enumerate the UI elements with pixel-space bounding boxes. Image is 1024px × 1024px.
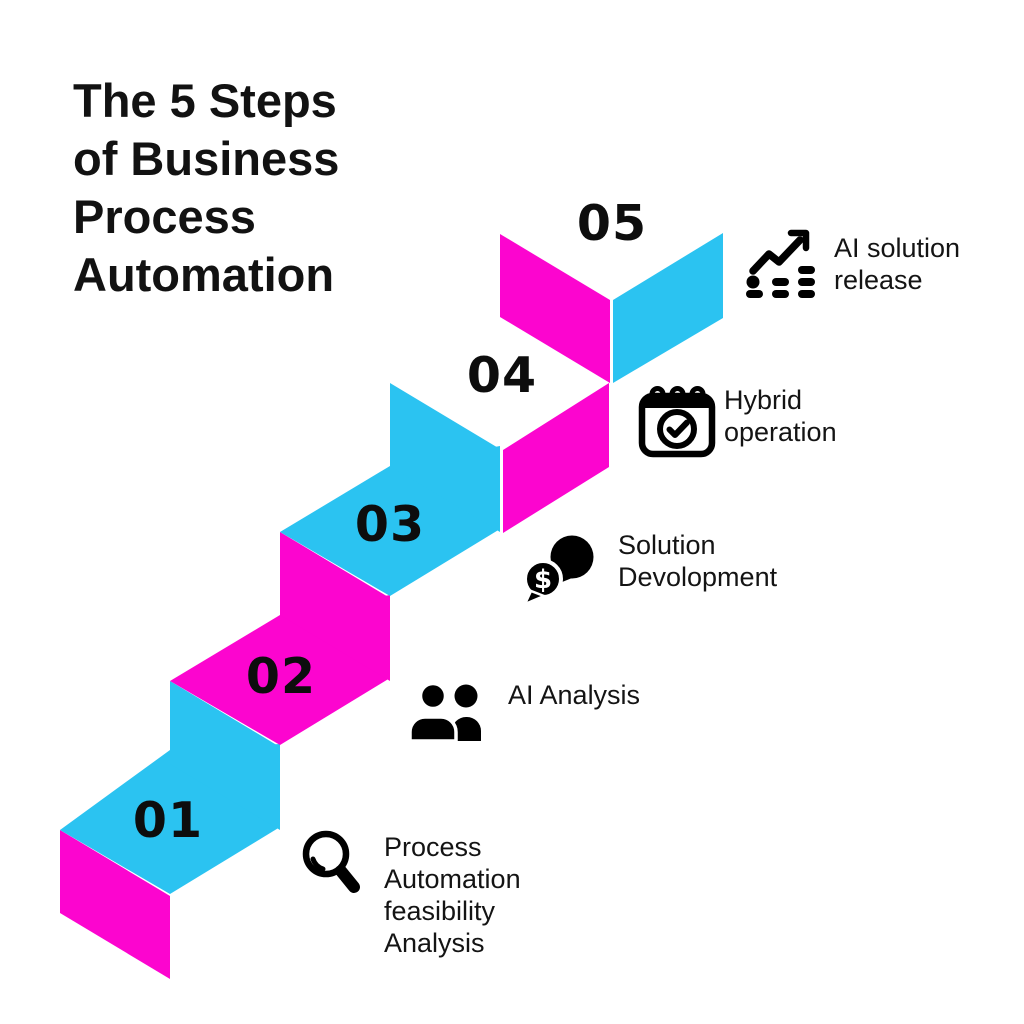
step3-label: Solution Devolopment	[618, 529, 777, 593]
title-line: Automation	[73, 248, 335, 301]
dollar-chat-icon: $	[518, 532, 600, 611]
step1-number: 01	[132, 792, 204, 849]
step3-label-line: Solution	[618, 530, 716, 560]
step4-band	[503, 383, 609, 533]
step2-number: 02	[245, 648, 317, 705]
step5-label-line: AI solution	[834, 233, 961, 263]
step1-label-line: Process	[384, 832, 482, 862]
step5-number: 05	[576, 195, 648, 252]
growth-chart-icon	[744, 227, 822, 304]
svg-text:$: $	[534, 565, 552, 595]
title-line: of Business	[73, 132, 340, 185]
step4-number: 04	[466, 347, 538, 404]
step4-label-line: Hybrid	[724, 385, 803, 415]
step1-label-line: Automation	[384, 864, 521, 894]
step2-riser	[170, 681, 280, 830]
step3-label-line: Devolopment	[618, 562, 778, 592]
step4-riser	[390, 383, 500, 532]
step1-label: Process Automation feasibility Analysis	[384, 831, 521, 959]
step1-label-line: feasibility	[384, 896, 496, 926]
step2-label: AI Analysis	[508, 679, 640, 711]
magnifier-icon	[296, 826, 370, 911]
step4-label-line: operation	[724, 417, 837, 447]
step5-riser	[500, 234, 610, 383]
calendar-check-icon	[636, 381, 718, 464]
step5-label-line: release	[834, 265, 923, 295]
title-line: The 5 Steps	[73, 74, 337, 127]
step1-label-line: Analysis	[384, 928, 485, 958]
title-line: Process	[73, 190, 256, 243]
step1-end-cap	[60, 830, 170, 979]
people-icon	[408, 681, 496, 747]
step4-label: Hybrid operation	[724, 384, 837, 448]
step5-label: AI solution release	[834, 232, 960, 296]
step3-number: 03	[354, 496, 426, 553]
page-title: The 5 Steps of Business Process Automati…	[73, 72, 339, 304]
step3-riser	[280, 532, 390, 681]
step2-label-line: AI Analysis	[508, 680, 641, 710]
step5-band	[613, 233, 723, 383]
